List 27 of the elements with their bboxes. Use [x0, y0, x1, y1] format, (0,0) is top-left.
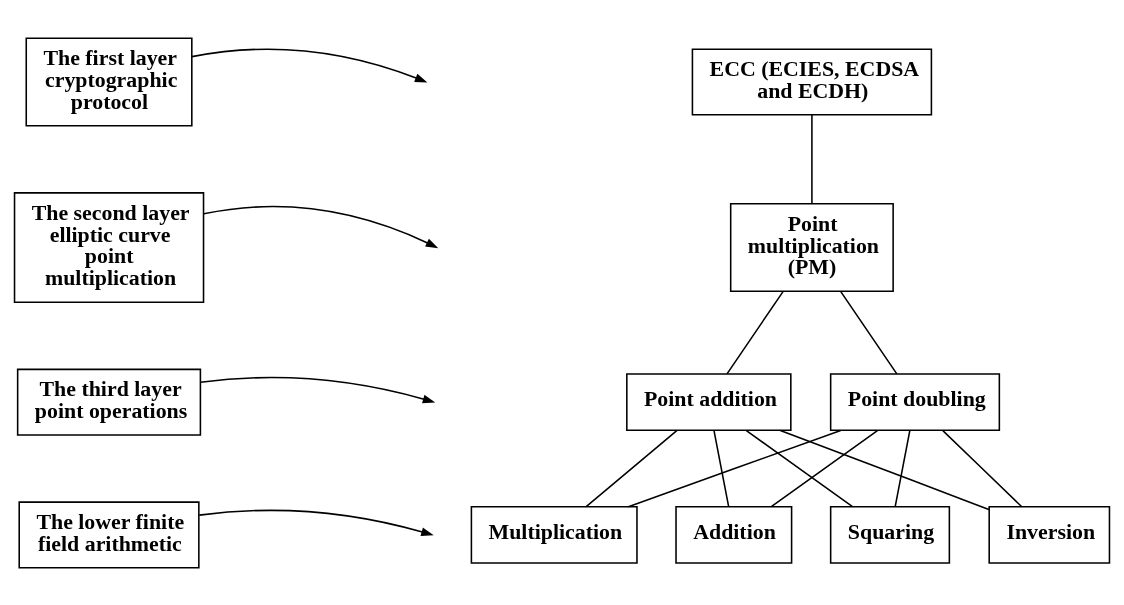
node-box: Addition [675, 505, 793, 564]
node-box: The second layer elliptic curve point multiplication [13, 191, 205, 303]
node-box: The third layer point operations [16, 368, 202, 436]
connector [713, 429, 730, 507]
node-box: Point doubling [829, 372, 1001, 431]
connector [811, 113, 813, 204]
node-box: ECC (ECIES, ECDSA and ECDH) [691, 47, 933, 116]
connector [726, 290, 784, 375]
connector [627, 429, 842, 507]
connector [779, 429, 990, 510]
connector [745, 429, 854, 507]
node-box: Multiplication [470, 505, 638, 564]
arrow [198, 509, 434, 536]
node-box: Inversion [988, 505, 1111, 564]
arrow [203, 205, 439, 248]
node-box: The first layer cryptographic protocol [25, 36, 193, 126]
node-box: Point addition [626, 372, 792, 431]
node-box: Point multiplication (PM) [729, 202, 894, 292]
arrow [191, 47, 428, 82]
node-box: Squaring [829, 505, 951, 564]
connector [770, 429, 879, 507]
node-box: The lower finite field arithmetic [18, 500, 200, 569]
connector [942, 429, 1023, 507]
connector [585, 429, 678, 507]
arrow [199, 376, 436, 403]
connector [839, 290, 898, 375]
connector [894, 429, 911, 507]
